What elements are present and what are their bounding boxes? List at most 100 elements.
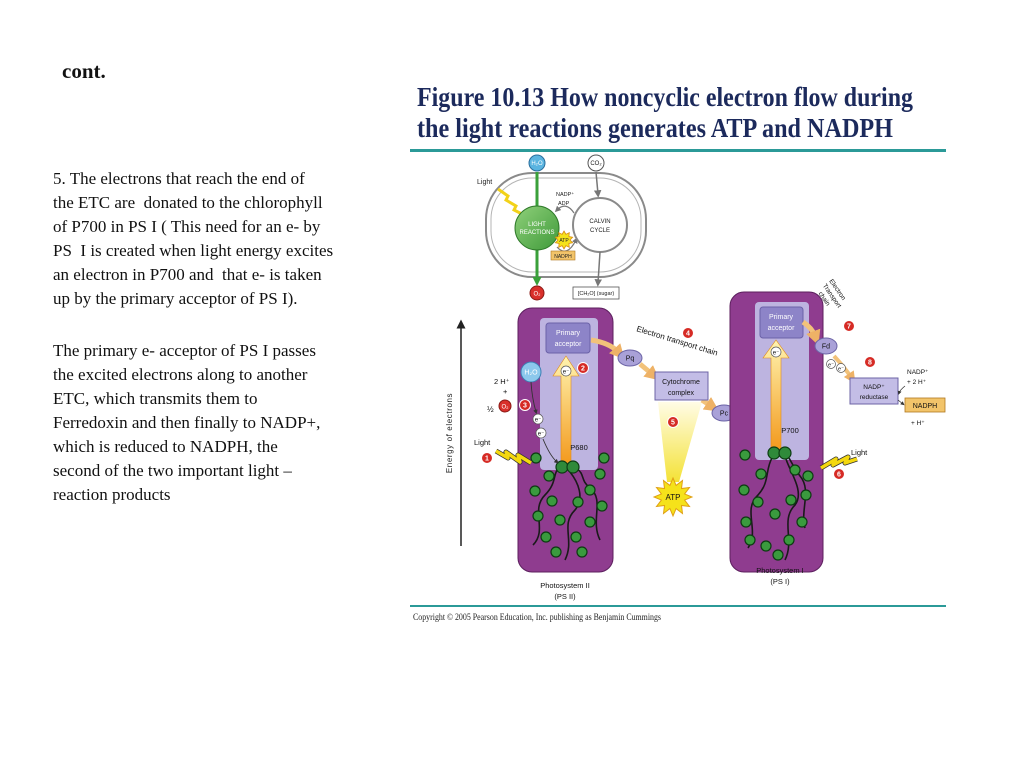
text-line: up by the primary acceptor of PS I). [53,289,298,308]
pq-label: Pq [626,356,635,363]
reductase-label-1: NADP⁺ [863,384,885,391]
ps1-primary-acceptor-box [759,306,804,339]
text-line: of P700 in PS I ( This need for an e- by [53,217,321,236]
slide-title: cont. [62,59,106,83]
step-number: 3 [523,403,527,410]
ps2-to-pq-arrow [590,337,625,360]
chloroplast-inner-membrane [490,177,642,273]
pigment-molecule [785,494,797,506]
pigment-molecule [540,531,552,543]
overview-o2-label: O₂ [534,292,542,298]
ps1-light-bolt-icon [820,455,858,470]
text-line: an electron in P700 and that e- is taken [53,265,322,284]
pigment-molecule [796,516,808,528]
nadph-output-arrow [897,399,905,406]
h-output-label: + H⁺ [911,420,925,427]
fd-label: Fd [822,344,830,351]
energy-axis-label: Energy of electrons [445,393,454,473]
step-number: 6 [837,472,841,479]
ps2-light-label: Light [474,438,491,447]
atp-label: ATP [666,493,681,502]
water-split-arrow [530,381,538,415]
etc-label: Electron transport chain [635,324,718,357]
co2-icon [587,154,605,172]
ferredoxin [814,337,838,355]
pigment-molecule [529,485,541,497]
pigment-molecule [554,514,566,526]
step-markers: 1 2 3 4 5 6 7 8 [481,320,876,480]
ps1-excitation-arrow [762,339,790,450]
step-marker-3 [519,399,531,411]
electron-label: e⁻ [773,351,780,357]
light-reactions-label-2: REACTIONS [519,230,554,236]
photosystem-ii: Primary acceptor P680 e⁻ H₂O 2 H⁺ + ½ O₂… [474,307,614,601]
paragraph-nadph-formation: The primary e- acceptor of PS I passes t… [53,339,320,507]
pq-to-cytochrome-arrow [638,362,660,381]
electron-label: e⁻ [828,362,834,368]
electron-label: e⁻ [535,418,542,424]
nadph-box [904,397,946,413]
pigment-molecule [570,531,582,543]
step-number: 1 [485,456,489,463]
ps2-primary-acceptor-label-2: acceptor [555,341,583,348]
fd-electron-2 [836,363,846,373]
ps2-primary-acceptor-box [545,322,591,354]
text-line: reaction products [53,485,171,504]
pigment-molecule [598,452,610,464]
figure-noncyclic-electron-flow: Figure 10.13 How noncyclic electron flow… [410,82,946,622]
ps1-excited-electron [770,346,782,358]
step-number: 4 [686,331,690,338]
cycle-to-light-arrow [554,205,575,214]
figure-title-line-2: the light reactions generates ATP and NA… [417,113,893,143]
pigment-molecule [576,546,588,558]
p680-label: P680 [570,443,588,452]
o2-icon [529,285,545,301]
energy-transfer-path [564,471,581,561]
pigment-molecule [755,468,767,480]
text-line: which is reduced to NADPH, the [53,437,278,456]
energy-transfer-path [532,467,561,546]
water-electron-1 [532,413,544,425]
overview-co2-label: CO₂ [590,161,602,167]
pigment-molecule [769,508,781,520]
atp-star-icon [652,476,694,518]
nadph-label: NADPH [913,403,938,410]
photosystem-i: Primary acceptor P700 e⁻ Light Photosyst… [729,291,868,586]
step-number: 2 [581,366,585,373]
pigment-molecule [543,470,555,482]
pigment-molecule [739,449,751,461]
pigment-molecule [752,496,764,508]
electron-to-p680-arrow [542,438,559,464]
light-reactions-blob [514,205,560,251]
nadp-input-label-1: NADP⁺ [907,369,929,376]
overview-light-bolt-icon [497,187,523,216]
overview-light-label: Light [477,179,492,186]
calvin-cycle-circle [572,197,628,253]
electron-label: e⁻ [838,366,844,372]
plus-label: + [503,387,508,396]
co2-arrow [593,171,602,198]
figure-title-line-1: Figure 10.13 How noncyclic electron flow… [417,82,913,112]
pigment-molecule [550,546,562,558]
reductase-label-2: reductase [860,394,889,401]
pigment-molecule [546,495,558,507]
step-marker-5 [667,416,679,428]
overview-atp-star-icon [554,230,574,250]
step-marker-7 [843,320,855,332]
step-marker-6 [833,468,845,480]
title-rule [410,149,946,152]
atp-synthesis-cone [658,402,702,482]
cytochrome-to-pc-arrow [700,396,720,412]
ps1-primary-acceptor-label-2: acceptor [768,325,796,332]
overview-nadph-label: NADPH [554,254,572,260]
overview-atp-label: ATP [559,238,569,244]
paragraph-electron-donation: 5. The electrons that reach the end of t… [53,167,333,311]
pigment-molecule [744,534,756,546]
cycle-to-sugar-arrow [594,251,602,287]
p700-chlorophyll-a [767,446,781,460]
step-number: 5 [671,420,675,427]
ps2-light-bolt-icon [495,449,532,465]
plastoquinone [617,349,643,367]
pigment-molecule [783,534,795,546]
electron-label: e⁻ [538,432,545,438]
